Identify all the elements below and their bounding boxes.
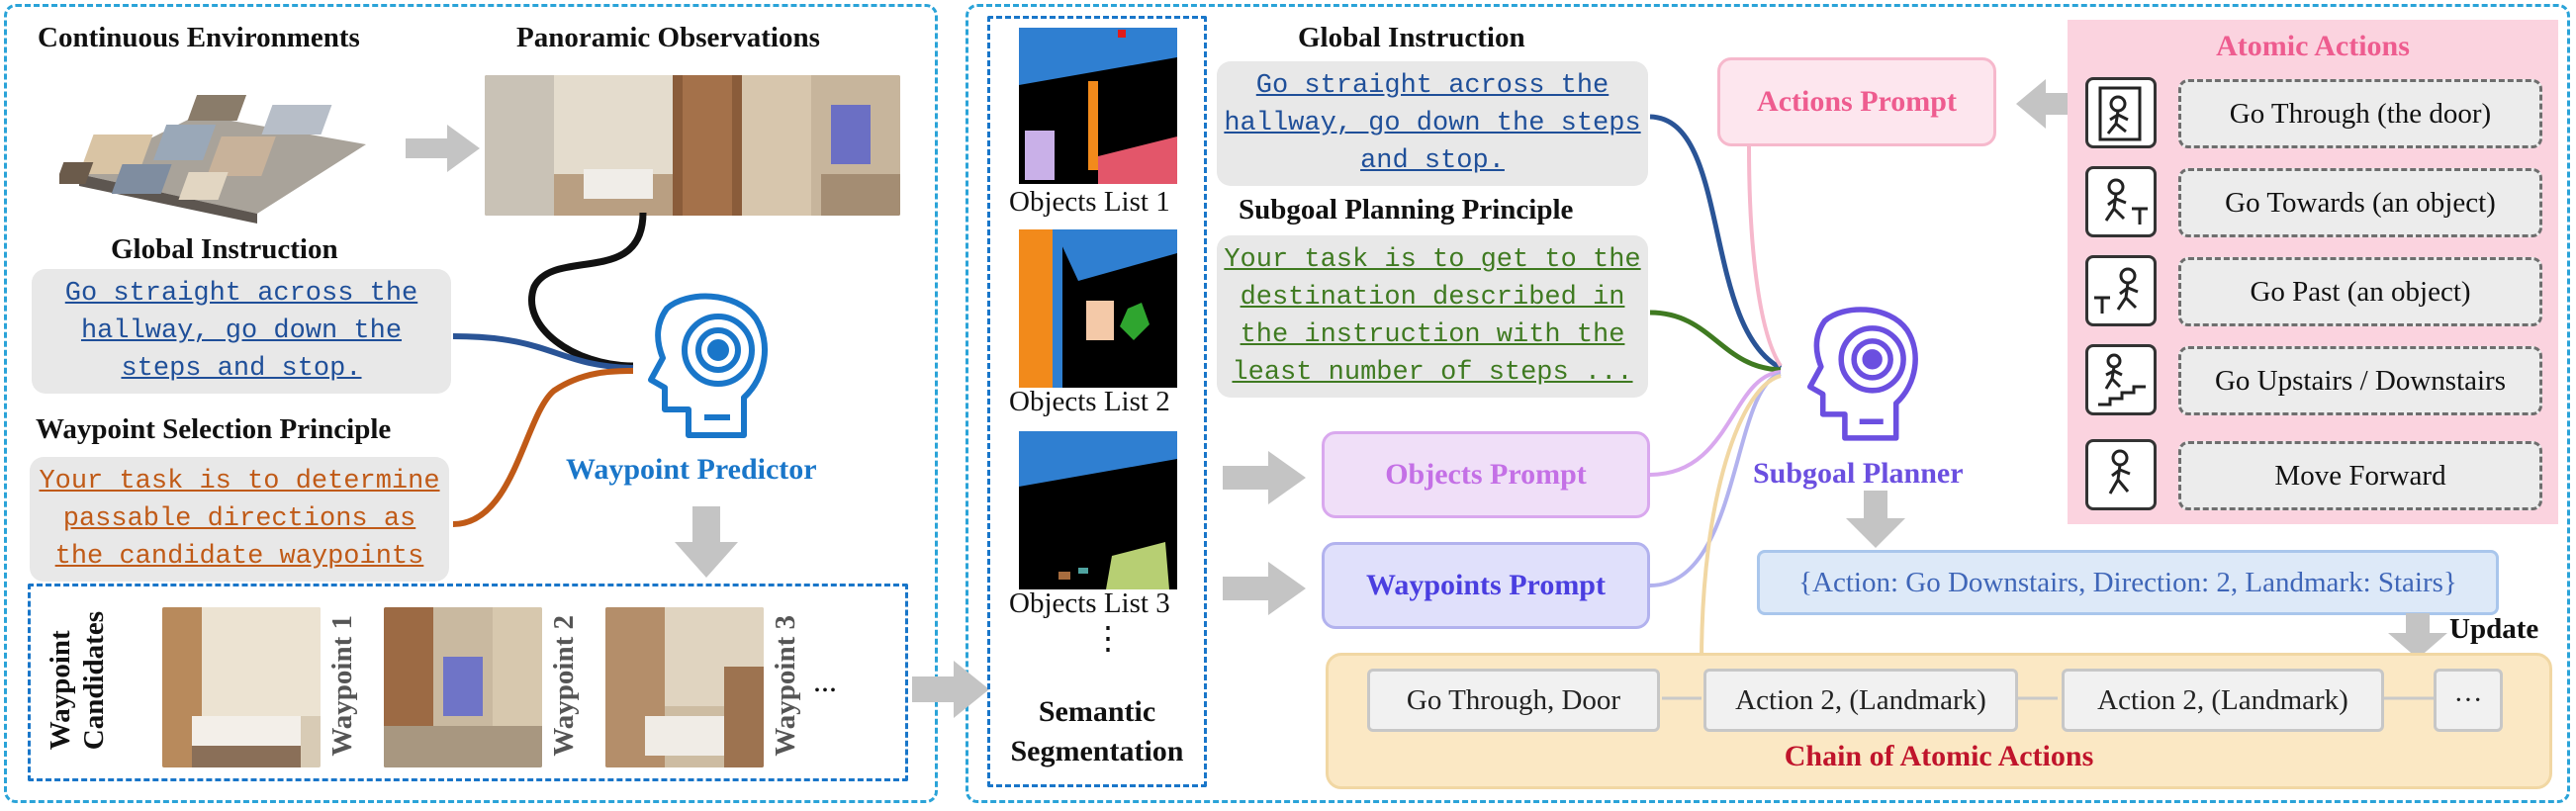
more-waypoints-ellipsis: ... [813, 663, 837, 698]
principle-line: least number of steps ... [1232, 358, 1633, 388]
chain-step-3: Action 2, (Landmark) [2062, 669, 2384, 732]
atomic-actions-title: Atomic Actions [2216, 30, 2410, 62]
subgoal-planner-label: Subgoal Planner [1753, 457, 1964, 490]
objects-list-3-label: Objects List 3 [1009, 587, 1170, 619]
instruction-line: Go straight across the [1255, 71, 1610, 101]
arrow-down-icon [1846, 491, 1905, 548]
segmentation-image-3 [1019, 431, 1177, 589]
waypoint-principle-box: Your task is to determine passable direc… [30, 457, 449, 582]
waypoint-1-label: Waypoint 1 [326, 615, 358, 757]
waypoint-3-image [605, 607, 764, 767]
instruction-line: hallway, go down the [80, 316, 403, 346]
waypoint-candidates-label: Waypoint Candidates [44, 611, 111, 750]
predictor-connectors [452, 212, 647, 527]
principle-line: Your task is to determine [39, 467, 440, 496]
panoramic-image [485, 75, 900, 216]
waypoint-candidates-box [28, 584, 908, 781]
principle-line: passable directions as [62, 504, 416, 534]
arrow-right-icon [1223, 451, 1306, 504]
segmentation-title-line: Segmentation [1010, 735, 1184, 767]
instruction-line: Go straight across the [64, 279, 418, 309]
robot-head-icon [648, 293, 769, 438]
waypoints-prompt-box: Waypoints Prompt [1322, 542, 1650, 629]
action-go-past: Go Past (an object) [2178, 257, 2542, 326]
waypoint-predictor-label: Waypoint Predictor [566, 453, 817, 486]
actions-prompt-box: Actions Prompt [1717, 57, 1996, 146]
instruction-line: hallway, go down the steps [1224, 109, 1641, 138]
stairs-icon [2085, 344, 2157, 415]
principle-line: the candidate waypoints [54, 542, 424, 572]
waypoint-2-label: Waypoint 2 [548, 615, 580, 757]
global-instruction-title-right: Global Instruction [1298, 22, 1525, 53]
left-panel [4, 4, 938, 803]
instruction-line: and stop. [1360, 146, 1505, 176]
action-go-through: Go Through (the door) [2178, 79, 2542, 148]
segmentation-image-1 [1019, 28, 1177, 184]
continuous-env-title: Continuous Environments [38, 22, 360, 53]
objects-list-2-label: Objects List 2 [1009, 386, 1170, 417]
global-instruction-box-right: Go straight across the hallway, go down … [1217, 61, 1648, 186]
action-go-towards: Go Towards (an object) [2178, 168, 2542, 237]
go-past-icon [2085, 255, 2157, 326]
arrow-down-icon [2388, 613, 2447, 659]
objects-prompt-box: Objects Prompt [1322, 431, 1650, 518]
arrow-right-icon [406, 125, 480, 172]
chain-step-1: Go Through, Door [1367, 669, 1660, 732]
segmentation-title-line: Semantic [1038, 695, 1156, 728]
waypoint-3-label: Waypoint 3 [770, 615, 801, 757]
instruction-line: steps and stop. [121, 354, 362, 384]
principle-line: destination described in [1240, 283, 1625, 313]
arrow-left-icon [2016, 79, 2075, 129]
waypoint-1-image [162, 607, 321, 767]
go-towards-icon [2085, 166, 2157, 237]
global-instruction-title-left: Global Instruction [111, 233, 338, 265]
arrow-right-icon [912, 661, 989, 718]
action-move-forward: Move Forward [2178, 441, 2542, 510]
planner-output-box: {Action: Go Downstairs, Direction: 2, La… [1757, 550, 2499, 615]
candidates-label-line: Candidates [78, 611, 110, 751]
chain-step-2: Action 2, (Landmark) [1703, 669, 2018, 732]
chain-links [1662, 696, 2434, 700]
objects-list-1-label: Objects List 1 [1009, 186, 1170, 218]
more-lists-vdots: ⋮ [1092, 620, 1124, 656]
go-through-door-icon [2085, 77, 2157, 148]
candidates-label-line: Waypoint [45, 630, 76, 751]
arrow-down-icon [675, 506, 738, 578]
planner-connectors [1649, 114, 1783, 664]
global-instruction-box-left: Go straight across the hallway, go down … [32, 269, 451, 394]
action-go-upstairs-downstairs: Go Upstairs / Downstairs [2178, 346, 2542, 415]
chain-title: Chain of Atomic Actions [1784, 740, 2094, 772]
update-label: Update [2449, 613, 2539, 645]
move-forward-icon [2085, 439, 2157, 510]
subgoal-principle-title: Subgoal Planning Principle [1239, 194, 1574, 225]
robot-head-icon [1806, 307, 1918, 441]
waypoint-principle-title: Waypoint Selection Principle [36, 413, 392, 445]
chain-step-more: ··· [2434, 669, 2503, 732]
semantic-segmentation-title: Semantic Segmentation [997, 692, 1197, 771]
segmentation-image-2 [1019, 229, 1177, 388]
3d-environment-image [59, 95, 366, 224]
principle-line: the instruction with the [1240, 320, 1625, 350]
segmentation-box [987, 16, 1207, 787]
principle-line: Your task is to get to the [1224, 245, 1641, 275]
subgoal-principle-box: Your task is to get to the destination d… [1217, 235, 1648, 398]
panoramic-title: Panoramic Observations [516, 22, 820, 53]
right-panel [966, 4, 2570, 803]
arrow-right-icon [1223, 562, 1306, 615]
waypoint-2-image [384, 607, 542, 767]
